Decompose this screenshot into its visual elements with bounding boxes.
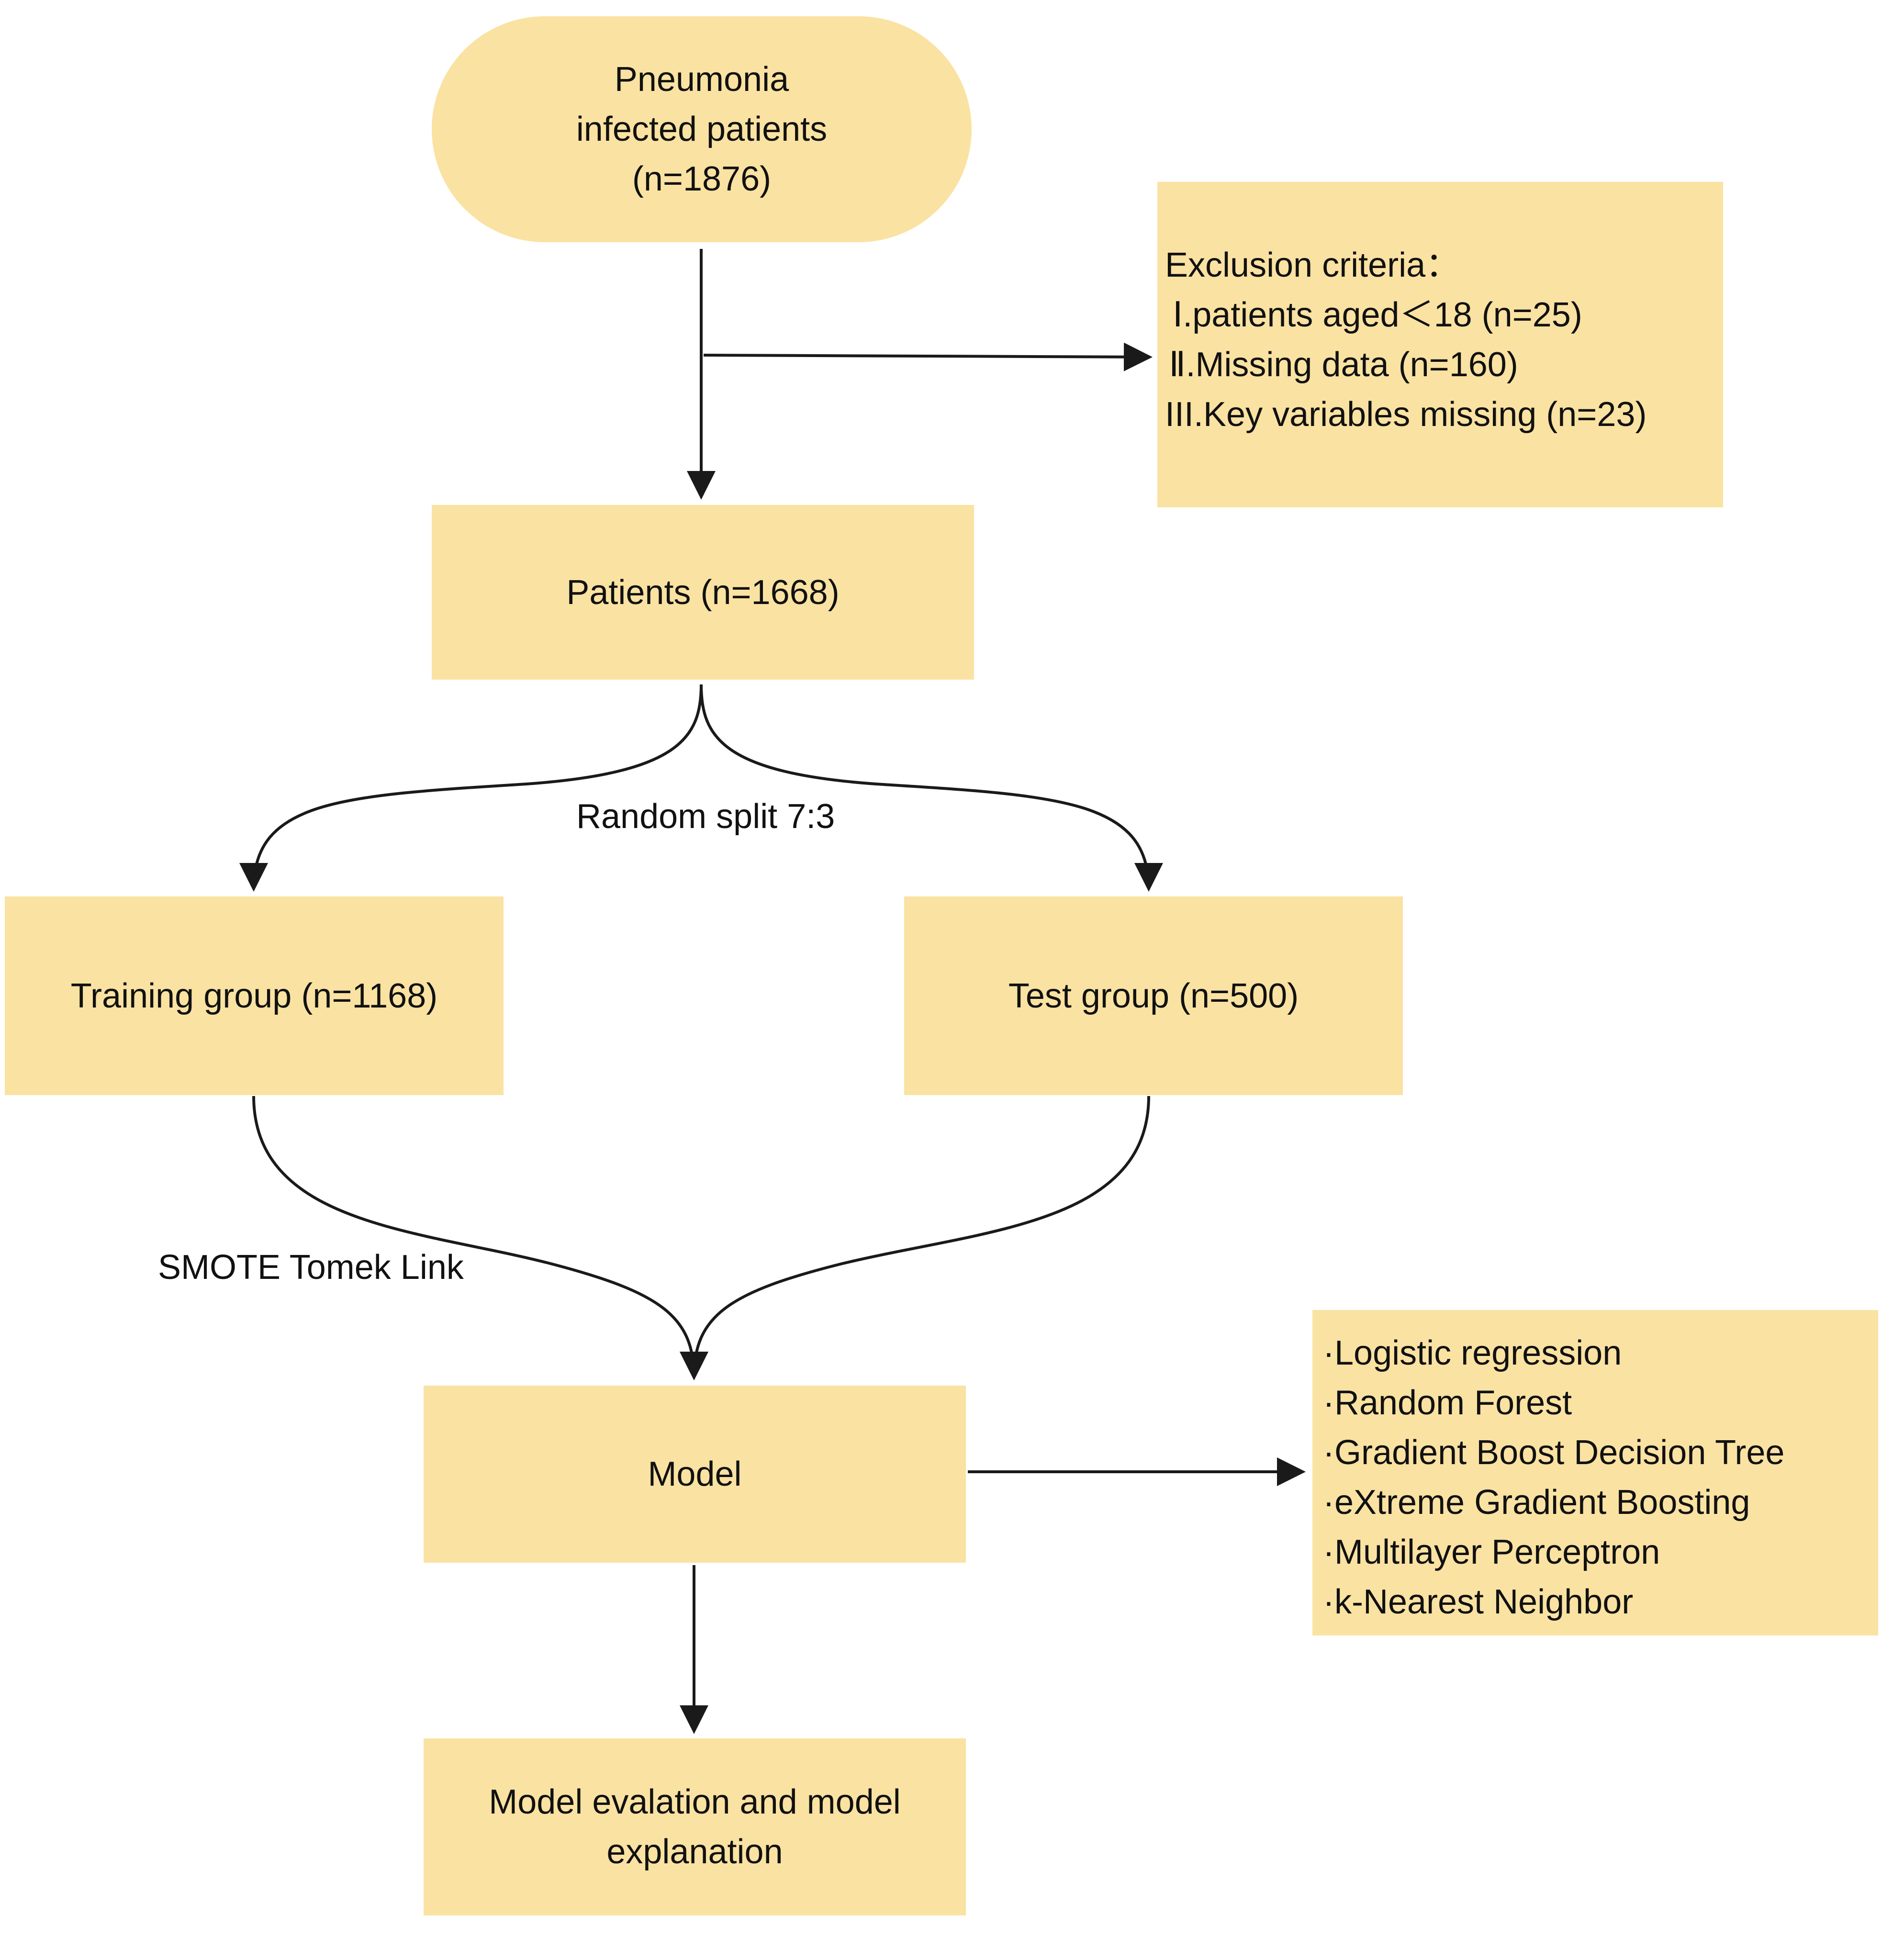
arrow-training-to-model bbox=[252, 1096, 708, 1380]
exclusion-title: Exclusion criteria： bbox=[1165, 246, 1460, 284]
patients-box: Patients (n=1668) bbox=[432, 505, 974, 680]
test-group-box: Test group (n=500) bbox=[904, 896, 1403, 1095]
training-label: Training group (n=1168) bbox=[70, 976, 438, 1015]
model-list-item-3: ·Gradient Boost Decision Tree bbox=[1323, 1433, 1785, 1472]
patients-label: Patients (n=1668) bbox=[566, 573, 840, 612]
test-label: Test group (n=500) bbox=[1008, 976, 1299, 1015]
model-list-box: ·Logistic regression ·Random Forest ·Gra… bbox=[1312, 1310, 1878, 1635]
model-box: Model bbox=[424, 1386, 966, 1563]
model-list-item-4: ·eXtreme Gradient Boosting bbox=[1323, 1483, 1750, 1522]
model-label: Model bbox=[648, 1455, 742, 1493]
model-list-item-5: ·Multilayer Perceptron bbox=[1323, 1533, 1660, 1571]
arrow-patients-to-training bbox=[239, 684, 703, 892]
split-label: Random split 7:3 bbox=[576, 797, 835, 836]
model-list-item-2: ·Random Forest bbox=[1323, 1384, 1572, 1422]
start-line-1: Pneumonia bbox=[614, 60, 789, 99]
evaluation-line-1: Model evalation and model bbox=[489, 1783, 901, 1821]
start-line-2: infected patients bbox=[576, 110, 828, 148]
training-group-box: Training group (n=1168) bbox=[5, 896, 504, 1095]
model-list-item-6: ·k-Nearest Neighbor bbox=[1323, 1583, 1634, 1621]
exclusion-item-2: Ⅱ.Missing data (n=160) bbox=[1169, 346, 1518, 384]
evaluation-line-2: explanation bbox=[606, 1833, 783, 1871]
arrow-patients-to-test bbox=[700, 684, 1163, 892]
exclusion-criteria-box: Exclusion criteria： Ⅰ.patients aged＜18 (… bbox=[1157, 182, 1723, 507]
exclusion-item-1: Ⅰ.patients aged＜18 (n=25) bbox=[1173, 296, 1582, 334]
model-list-item-1: ·Logistic regression bbox=[1323, 1334, 1622, 1372]
exclusion-item-3: III.Key variables missing (n=23) bbox=[1165, 395, 1647, 434]
start-node: Pneumonia infected patients (n=1876) bbox=[432, 16, 972, 242]
arrow-test-to-model bbox=[680, 1096, 1150, 1380]
start-line-3: (n=1876) bbox=[632, 160, 772, 198]
arrow-to-exclusion bbox=[703, 342, 1153, 371]
evaluation-box: Model evalation and model explanation bbox=[424, 1738, 966, 1915]
smote-label: SMOTE Tomek Link bbox=[158, 1248, 464, 1287]
